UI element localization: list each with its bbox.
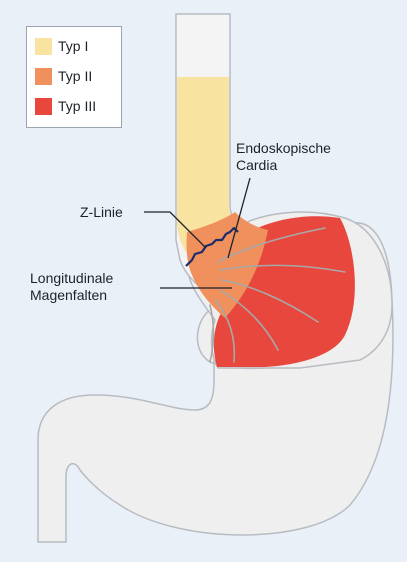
legend-swatch-orange <box>35 68 52 85</box>
legend-item-typ-3: Typ III <box>35 96 96 116</box>
legend-swatch-red <box>35 98 52 115</box>
legend-item-typ-1: Typ I <box>35 36 88 56</box>
legend-item-typ-2: Typ II <box>35 66 92 86</box>
label-longitudinal-line1: Longitudinale <box>30 270 113 287</box>
label-longitudinal-line2: Magenfalten <box>30 287 113 304</box>
label-z-line: Z-Linie <box>80 204 123 221</box>
legend-swatch-yellow <box>35 38 52 55</box>
label-endoscopic-cardia: Endoskopische Cardia <box>236 140 331 174</box>
legend-label: Typ III <box>58 98 96 114</box>
label-endoscopic-cardia-line2: Cardia <box>236 157 331 174</box>
legend-label: Typ II <box>58 68 92 84</box>
legend-label: Typ I <box>58 38 88 54</box>
legend: Typ I Typ II Typ III <box>26 26 122 128</box>
label-endoscopic-cardia-line1: Endoskopische <box>236 140 331 157</box>
label-longitudinal-folds: Longitudinale Magenfalten <box>30 270 113 304</box>
